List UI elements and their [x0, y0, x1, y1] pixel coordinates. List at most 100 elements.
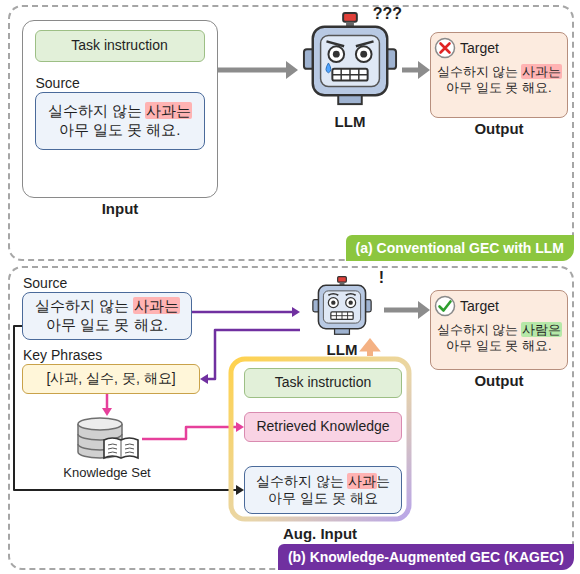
box-caption: Aug. Input	[283, 525, 357, 542]
box-heading: Source	[36, 75, 80, 91]
input-box: InputTask instructionSource실수하지 않는 사과는 아…	[22, 20, 218, 198]
icon-mark	[441, 44, 450, 53]
aug-input-box: Aug. InputTask instructionRetrieved Know…	[228, 356, 412, 522]
robot-illustration	[300, 276, 384, 338]
book-lines	[108, 440, 134, 458]
connector	[402, 61, 430, 79]
llm-robot: !LLM	[300, 276, 384, 338]
connector-line	[218, 68, 288, 73]
box-caption: LLM	[335, 113, 366, 130]
connector-line	[384, 308, 420, 313]
robot-pupil	[333, 51, 340, 58]
robot-neck	[335, 329, 350, 335]
target-label: Target	[460, 298, 499, 314]
connector	[14, 326, 244, 495]
box-text: Retrieved Knowledge	[256, 418, 389, 436]
robot-face	[321, 36, 380, 87]
icon-circle	[436, 39, 455, 58]
box-text: Task instruction	[275, 374, 371, 392]
robot-brow	[328, 294, 355, 296]
key-phrase-box: Key Phrases[사과, 실수, 못, 해요]	[22, 364, 200, 394]
instruction-box: Task instruction	[244, 368, 402, 398]
llm-robot: ???LLM	[298, 12, 402, 110]
robot-eye	[356, 46, 372, 62]
connector	[192, 307, 300, 317]
connector-line	[142, 427, 238, 439]
connector-line	[192, 311, 294, 314]
robot-illustration	[298, 12, 402, 110]
box-text: [사과, 실수, 못, 해요]	[46, 370, 175, 388]
box-text: 실수하지 않는 사과는 아무 일도 못 해요.	[43, 102, 197, 140]
arrow-head	[286, 61, 298, 79]
icon-mark	[440, 302, 451, 311]
panel: (b) Knowledge-Augmented GEC (KAGEC) Sourc…	[8, 266, 574, 570]
robot-head	[313, 27, 387, 96]
arrow-head	[236, 422, 244, 432]
robot-pupil	[360, 51, 367, 58]
robot-mark: ???	[373, 5, 402, 23]
box-text: 실수하지 않는 사과는 아무 일도 못 해요	[250, 473, 396, 508]
robot-teeth	[331, 312, 353, 319]
source-box: Source실수하지 않는 사과는 아무 일도 못 해요.	[35, 92, 205, 150]
wrong-icon	[434, 37, 456, 59]
target-header: Target	[434, 295, 499, 317]
robot-eye	[328, 46, 344, 62]
arrow-head	[200, 374, 208, 384]
source-box: 실수하지 않는 사과는 아무 일도 못 해요	[244, 466, 402, 514]
box-caption: Input	[102, 200, 139, 217]
box-caption: Output	[474, 372, 523, 389]
arrow-head	[359, 338, 381, 352]
connector-line	[106, 394, 109, 410]
panel-tag: (b) Knowledge-Augmented GEC (KAGEC)	[278, 544, 574, 570]
box-caption: Output	[474, 120, 523, 137]
knowledge-box: Retrieved Knowledge	[244, 412, 402, 442]
database-top	[78, 418, 122, 430]
robot-lamp	[343, 13, 357, 22]
target-label: Target	[460, 40, 499, 56]
panel: (a) Conventional GEC with LLM Input Task i…	[8, 5, 574, 261]
robot-eye	[346, 298, 356, 308]
robot-face	[323, 291, 360, 323]
robot-head	[318, 285, 365, 328]
robot-mouth	[331, 312, 353, 319]
arrow-head	[102, 408, 112, 416]
robot-teeth	[332, 69, 367, 81]
instruction-box: Task instruction	[35, 30, 205, 62]
box-caption: LLM	[327, 341, 358, 358]
aug-frame	[231, 359, 409, 519]
box-text: 실수하지 않는 사과는 아무 일도 못 해요.	[436, 64, 562, 97]
robot-tear	[326, 63, 331, 73]
box-caption: Knowledge Set	[63, 465, 150, 480]
box-text: 실수하지 않는 사람은 아무 일도 못 해요.	[436, 322, 562, 355]
source-box: Source실수하지 않는 사과는 아무 일도 못 해요.	[22, 292, 192, 340]
connector-line	[402, 68, 420, 73]
arrow-head	[418, 61, 430, 79]
connector	[384, 301, 430, 319]
connector	[359, 338, 381, 356]
panel-tag: (a) Conventional GEC with LLM	[346, 235, 574, 261]
target-header: Target	[434, 37, 499, 59]
correct-icon	[434, 295, 456, 317]
robot-mouth	[332, 69, 367, 81]
connector	[102, 394, 112, 416]
knowledge-set: Knowledge Set	[72, 416, 142, 462]
target-box: Target실수하지 않는 사과는 아무 일도 못 해요.Output	[430, 32, 568, 118]
database-icon	[72, 416, 142, 462]
connector	[218, 61, 298, 79]
box-text: 실수하지 않는 사과는 아무 일도 못 해요.	[30, 297, 184, 335]
arrow-head	[236, 485, 244, 495]
box-text: Task instruction	[71, 37, 167, 55]
robot-neck	[338, 95, 362, 104]
box-heading: Source	[23, 275, 67, 291]
connector-line	[14, 326, 238, 490]
robot-mark: !	[379, 269, 384, 287]
robot-lamp	[338, 277, 347, 283]
arrow-head	[418, 301, 430, 319]
robot-pupil	[349, 300, 353, 304]
robot-pupil	[331, 300, 335, 304]
icon-circle	[436, 297, 455, 316]
robot-eye	[328, 298, 338, 308]
target-box: Target실수하지 않는 사람은 아무 일도 못 해요.Output	[430, 290, 568, 370]
book-icon	[104, 438, 138, 458]
